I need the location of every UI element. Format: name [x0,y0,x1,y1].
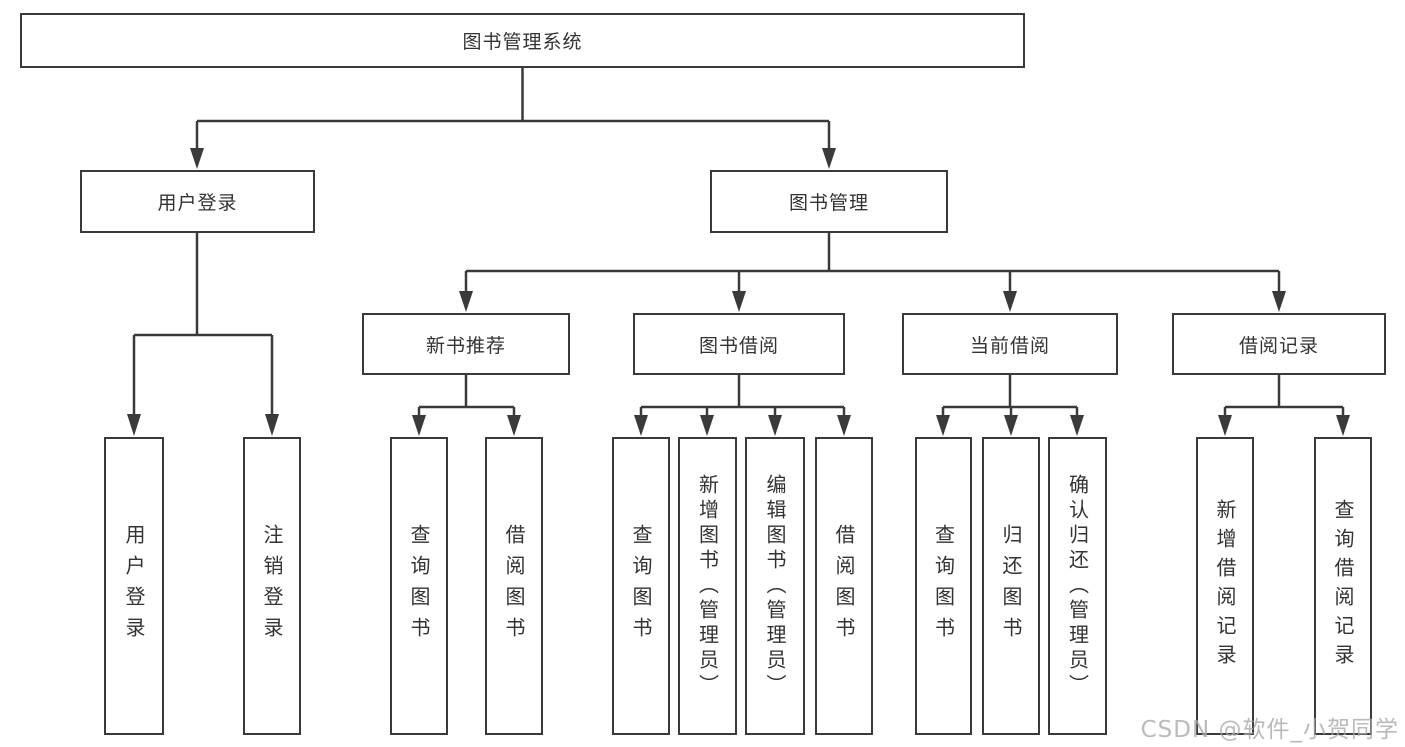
node-book-borrow: 图书借阅 [633,313,845,375]
node-new-book-recommend: 新书推荐 [362,313,570,375]
leaf-add-borrow-record: 新增借阅记录 [1196,437,1254,735]
node-current-borrow: 当前借阅 [902,313,1118,375]
node-label: 注销登录 [260,524,284,648]
leaf-add-books-admin: 新增图书（管理员） [678,437,737,735]
leaf-borrow-books-recommend: 借阅图书 [485,437,543,735]
csdn-watermark: CSDN @软件_小贺同学 [1140,717,1399,743]
leaf-query-books-recommend: 查询图书 [390,437,448,735]
node-label: 图书管理 [788,192,869,214]
node-label: 借阅图书 [832,524,856,648]
node-label: 新书推荐 [425,334,506,357]
leaf-query-borrow-record: 查询借阅记录 [1314,437,1372,735]
node-label: 归还图书 [999,524,1023,648]
leaf-borrow-books: 借阅图书 [815,437,873,735]
node-label: 查询图书 [629,524,653,648]
node-label: 用户登录 [157,192,238,214]
leaf-confirm-return-admin: 确认归还（管理员） [1048,437,1107,735]
node-label: 当前借阅 [969,334,1050,357]
node-label: 查询图书 [931,524,956,648]
connector-root-to-level2 [190,68,836,169]
node-label: 用户登录 [122,524,146,648]
connector-book-management-children [459,233,1286,312]
node-label: 借阅记录 [1238,334,1319,357]
connector-new-book-children [412,375,521,436]
node-label: 图书管理系统 [462,31,583,53]
node-label: 新增借阅记录 [1213,499,1237,673]
node-label: 编辑图书（管理员） [763,473,787,699]
node-user-login-branch: 用户登录 [80,170,315,233]
node-label: 查询图书 [407,524,431,648]
node-borrow-records: 借阅记录 [1172,313,1386,375]
node-label: 借阅图书 [502,524,526,648]
leaf-logout: 注销登录 [243,437,301,735]
node-label: 确认归还（管理员） [1065,473,1090,699]
leaf-edit-books-admin: 编辑图书（管理员） [745,437,805,735]
node-label: 新增图书（管理员） [695,473,720,699]
connector-current-borrow-children [936,375,1084,436]
leaf-user-login: 用户登录 [104,437,164,735]
node-label: 查询借阅记录 [1331,499,1355,673]
node-library-system: 图书管理系统 [20,13,1025,68]
connector-borrow-records-children [1218,375,1350,436]
leaf-query-books-current: 查询图书 [915,437,972,735]
node-book-management: 图书管理 [710,170,948,233]
leaf-query-books-borrow: 查询图书 [612,437,670,735]
connector-book-borrow-children [634,375,851,436]
leaf-return-books: 归还图书 [982,437,1040,735]
node-label: 图书借阅 [698,334,779,357]
connector-user-login-children [127,233,279,436]
